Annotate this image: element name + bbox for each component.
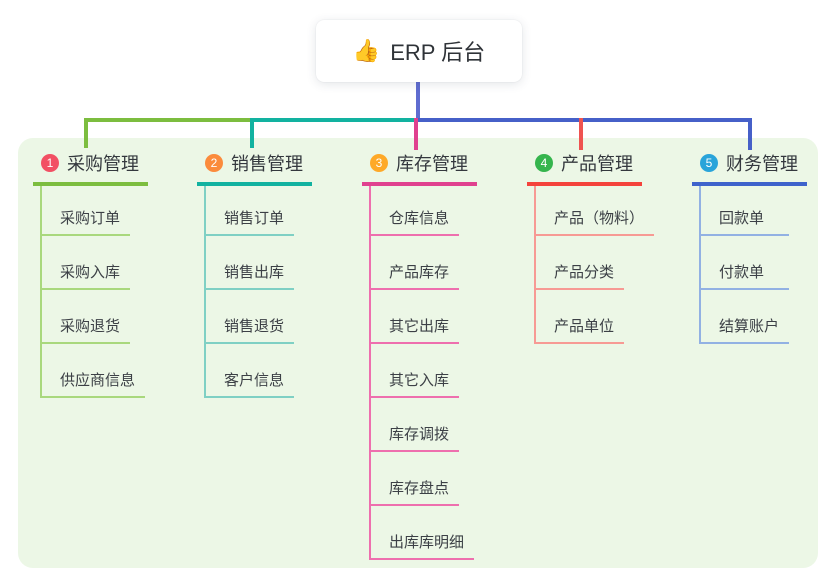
branch-number-badge: 1 [41, 154, 59, 172]
node-item[interactable]: 产品单位 [536, 290, 625, 344]
node-label: 产品单位 [554, 318, 615, 335]
branch-product: 4 产品管理 产品（物料） 产品分类 产品单位 [527, 148, 655, 344]
node-item[interactable]: 采购入库 [42, 236, 131, 290]
node-item[interactable]: 采购订单 [42, 186, 131, 236]
node-label: 仓库信息 [389, 210, 450, 227]
node-item[interactable]: 结算账户 [701, 290, 790, 344]
branch-header-finance[interactable]: 5 财务管理 [692, 148, 807, 186]
branch-children: 采购订单 采购入库 采购退货 供应商信息 [40, 186, 146, 398]
node-label: 销售退货 [224, 318, 285, 335]
branch-number-badge: 3 [370, 154, 388, 172]
node-label: 采购入库 [60, 264, 121, 281]
connector-bus-blue [416, 118, 752, 122]
node-item[interactable]: 采购退货 [42, 290, 131, 344]
branch-label: 库存管理 [396, 154, 468, 174]
branch-children: 产品（物料） 产品分类 产品单位 [534, 186, 655, 344]
branch-label: 财务管理 [726, 154, 798, 174]
node-label: 结算账户 [719, 318, 780, 335]
connector-drop-branch-5 [748, 118, 752, 150]
node-item[interactable]: 库存盘点 [371, 452, 460, 506]
node-label: 库存盘点 [389, 480, 450, 497]
node-item[interactable]: 产品分类 [536, 236, 625, 290]
node-item[interactable]: 出库库明细 [371, 506, 475, 560]
node-label: 出库库明细 [389, 534, 465, 551]
node-label: 销售订单 [224, 210, 285, 227]
branch-header-inventory[interactable]: 3 库存管理 [362, 148, 477, 186]
node-label: 销售出库 [224, 264, 285, 281]
node-item[interactable]: 产品（物料） [536, 186, 655, 236]
node-item[interactable]: 其它出库 [371, 290, 460, 344]
root-node[interactable]: 👍 ERP 后台 [316, 20, 522, 82]
thumbs-up-icon: 👍 [352, 38, 381, 63]
node-label: 产品库存 [389, 264, 450, 281]
node-item[interactable]: 产品库存 [371, 236, 460, 290]
branch-label: 产品管理 [561, 154, 633, 174]
node-label: 采购订单 [60, 210, 121, 227]
connector-bus-green [84, 118, 254, 122]
branch-sales: 2 销售管理 销售订单 销售出库 销售退货 客户信息 [197, 148, 312, 398]
branch-number-badge: 4 [535, 154, 553, 172]
node-item[interactable]: 销售订单 [206, 186, 295, 236]
node-label: 回款单 [719, 210, 765, 227]
branch-purchase: 1 采购管理 采购订单 采购入库 采购退货 供应商信息 [33, 148, 148, 398]
branch-header-purchase[interactable]: 1 采购管理 [33, 148, 148, 186]
connector-bus-teal [252, 118, 418, 122]
branches-panel [18, 138, 818, 568]
node-item[interactable]: 销售退货 [206, 290, 295, 344]
node-label: 客户信息 [224, 372, 285, 389]
node-item[interactable]: 付款单 [701, 236, 789, 290]
node-label: 库存调拨 [389, 426, 450, 443]
node-item[interactable]: 仓库信息 [371, 186, 460, 236]
node-item[interactable]: 客户信息 [206, 344, 295, 398]
branch-number-badge: 2 [205, 154, 223, 172]
branch-children: 回款单 付款单 结算账户 [699, 186, 790, 344]
node-label: 其它出库 [389, 318, 450, 335]
node-label: 供应商信息 [60, 372, 136, 389]
branch-finance: 5 财务管理 回款单 付款单 结算账户 [692, 148, 807, 344]
node-label: 产品（物料） [554, 210, 645, 227]
branch-number-badge: 5 [700, 154, 718, 172]
node-label: 付款单 [719, 264, 765, 281]
node-label: 采购退货 [60, 318, 121, 335]
node-item[interactable]: 回款单 [701, 186, 789, 236]
branch-inventory: 3 库存管理 仓库信息 产品库存 其它出库 其它入库 库存调拨 库存盘点 出库库… [362, 148, 477, 560]
node-item[interactable]: 库存调拨 [371, 398, 460, 452]
connector-root-drop [416, 82, 420, 122]
connector-drop-branch-2 [250, 118, 254, 148]
branch-header-sales[interactable]: 2 销售管理 [197, 148, 312, 186]
connector-drop-branch-3 [414, 118, 418, 150]
connector-drop-branch-1 [84, 118, 88, 148]
connector-drop-branch-4 [579, 118, 583, 150]
branch-children: 销售订单 销售出库 销售退货 客户信息 [204, 186, 295, 398]
branch-label: 销售管理 [231, 154, 303, 174]
node-label: 其它入库 [389, 372, 450, 389]
branch-label: 采购管理 [67, 154, 139, 174]
node-item[interactable]: 其它入库 [371, 344, 460, 398]
node-item[interactable]: 销售出库 [206, 236, 295, 290]
node-label: 产品分类 [554, 264, 615, 281]
branch-header-product[interactable]: 4 产品管理 [527, 148, 642, 186]
root-node-label: ERP 后台 [390, 40, 486, 65]
node-item[interactable]: 供应商信息 [42, 344, 146, 398]
branch-children: 仓库信息 产品库存 其它出库 其它入库 库存调拨 库存盘点 出库库明细 [369, 186, 475, 560]
